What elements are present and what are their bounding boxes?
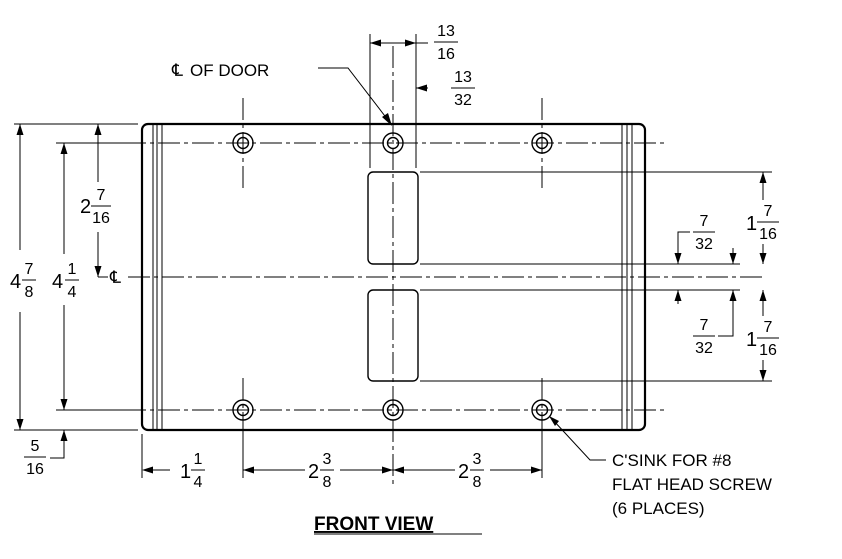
dim-left-margin: 1 1 4 <box>180 451 205 491</box>
svg-text:16: 16 <box>437 46 455 63</box>
dim-hole-to-centerline: 2 7 16 <box>80 187 111 227</box>
dim-door-offset: 13 32 <box>451 69 475 109</box>
svg-text:2: 2 <box>458 461 469 483</box>
dim-overall-height: 4 7 8 <box>10 261 36 301</box>
dim-slot-height-top: 1 7 16 <box>746 203 779 243</box>
svg-text:8: 8 <box>25 284 34 301</box>
svg-text:32: 32 <box>454 92 472 109</box>
cl-door-symbol: ℄ <box>171 61 183 80</box>
svg-text:13: 13 <box>454 69 472 86</box>
svg-text:2: 2 <box>80 196 91 218</box>
svg-text:16: 16 <box>26 461 44 478</box>
svg-text:16: 16 <box>759 342 777 359</box>
svg-text:13: 13 <box>437 23 455 40</box>
extension-lines <box>14 34 772 478</box>
screw-hole-bottom-left <box>232 399 254 421</box>
note-line-2: FLAT HEAD SCREW <box>612 475 772 494</box>
svg-text:1: 1 <box>180 461 191 483</box>
svg-text:3: 3 <box>473 451 482 468</box>
dim-slot-gap-top: 7 32 <box>693 213 715 253</box>
svg-text:7: 7 <box>700 213 709 230</box>
svg-text:8: 8 <box>473 474 482 491</box>
svg-text:7: 7 <box>764 203 773 220</box>
svg-text:5: 5 <box>31 438 40 455</box>
svg-text:4: 4 <box>52 271 63 293</box>
svg-text:1: 1 <box>68 261 77 278</box>
svg-text:7: 7 <box>97 187 106 204</box>
dim-hole-spacing-vertical: 4 1 4 <box>52 261 79 301</box>
svg-text:1: 1 <box>746 213 757 235</box>
dim-bottom-margin: 5 16 <box>24 438 46 478</box>
screw-hole-top-center <box>382 132 404 154</box>
dim-hole-spacing-h-right: 2 3 8 <box>458 451 484 491</box>
cl-of-door-label: OF DOOR <box>190 61 269 80</box>
screw-hole-bottom-center <box>382 399 404 421</box>
svg-text:16: 16 <box>92 210 110 227</box>
view-title: FRONT VIEW <box>314 514 433 535</box>
svg-text:4: 4 <box>194 474 203 491</box>
svg-text:8: 8 <box>323 474 332 491</box>
dim-door-width: 13 16 <box>434 23 458 63</box>
screw-hole-top-right <box>531 132 553 154</box>
note-line-1: C'SINK FOR #8 <box>612 451 731 470</box>
svg-text:32: 32 <box>695 236 713 253</box>
svg-text:7: 7 <box>25 261 34 278</box>
screw-hole-top-left <box>232 132 254 154</box>
svg-text:16: 16 <box>759 226 777 243</box>
note-line-3: (6 PLACES) <box>612 499 705 518</box>
cl-plate-symbol: ℄ <box>109 268 121 287</box>
dim-hole-spacing-h-left: 2 3 8 <box>308 451 334 491</box>
svg-text:4: 4 <box>68 284 77 301</box>
dim-slot-gap-bottom: 7 32 <box>693 317 715 357</box>
screw-hole-bottom-right <box>531 399 553 421</box>
svg-text:7: 7 <box>764 319 773 336</box>
svg-text:2: 2 <box>308 461 319 483</box>
dim-slot-height-bottom: 1 7 16 <box>746 319 779 359</box>
svg-text:1: 1 <box>746 329 757 351</box>
svg-text:7: 7 <box>700 317 709 334</box>
svg-text:3: 3 <box>323 451 332 468</box>
svg-text:4: 4 <box>10 271 21 293</box>
svg-text:1: 1 <box>194 451 203 468</box>
svg-text:32: 32 <box>695 340 713 357</box>
